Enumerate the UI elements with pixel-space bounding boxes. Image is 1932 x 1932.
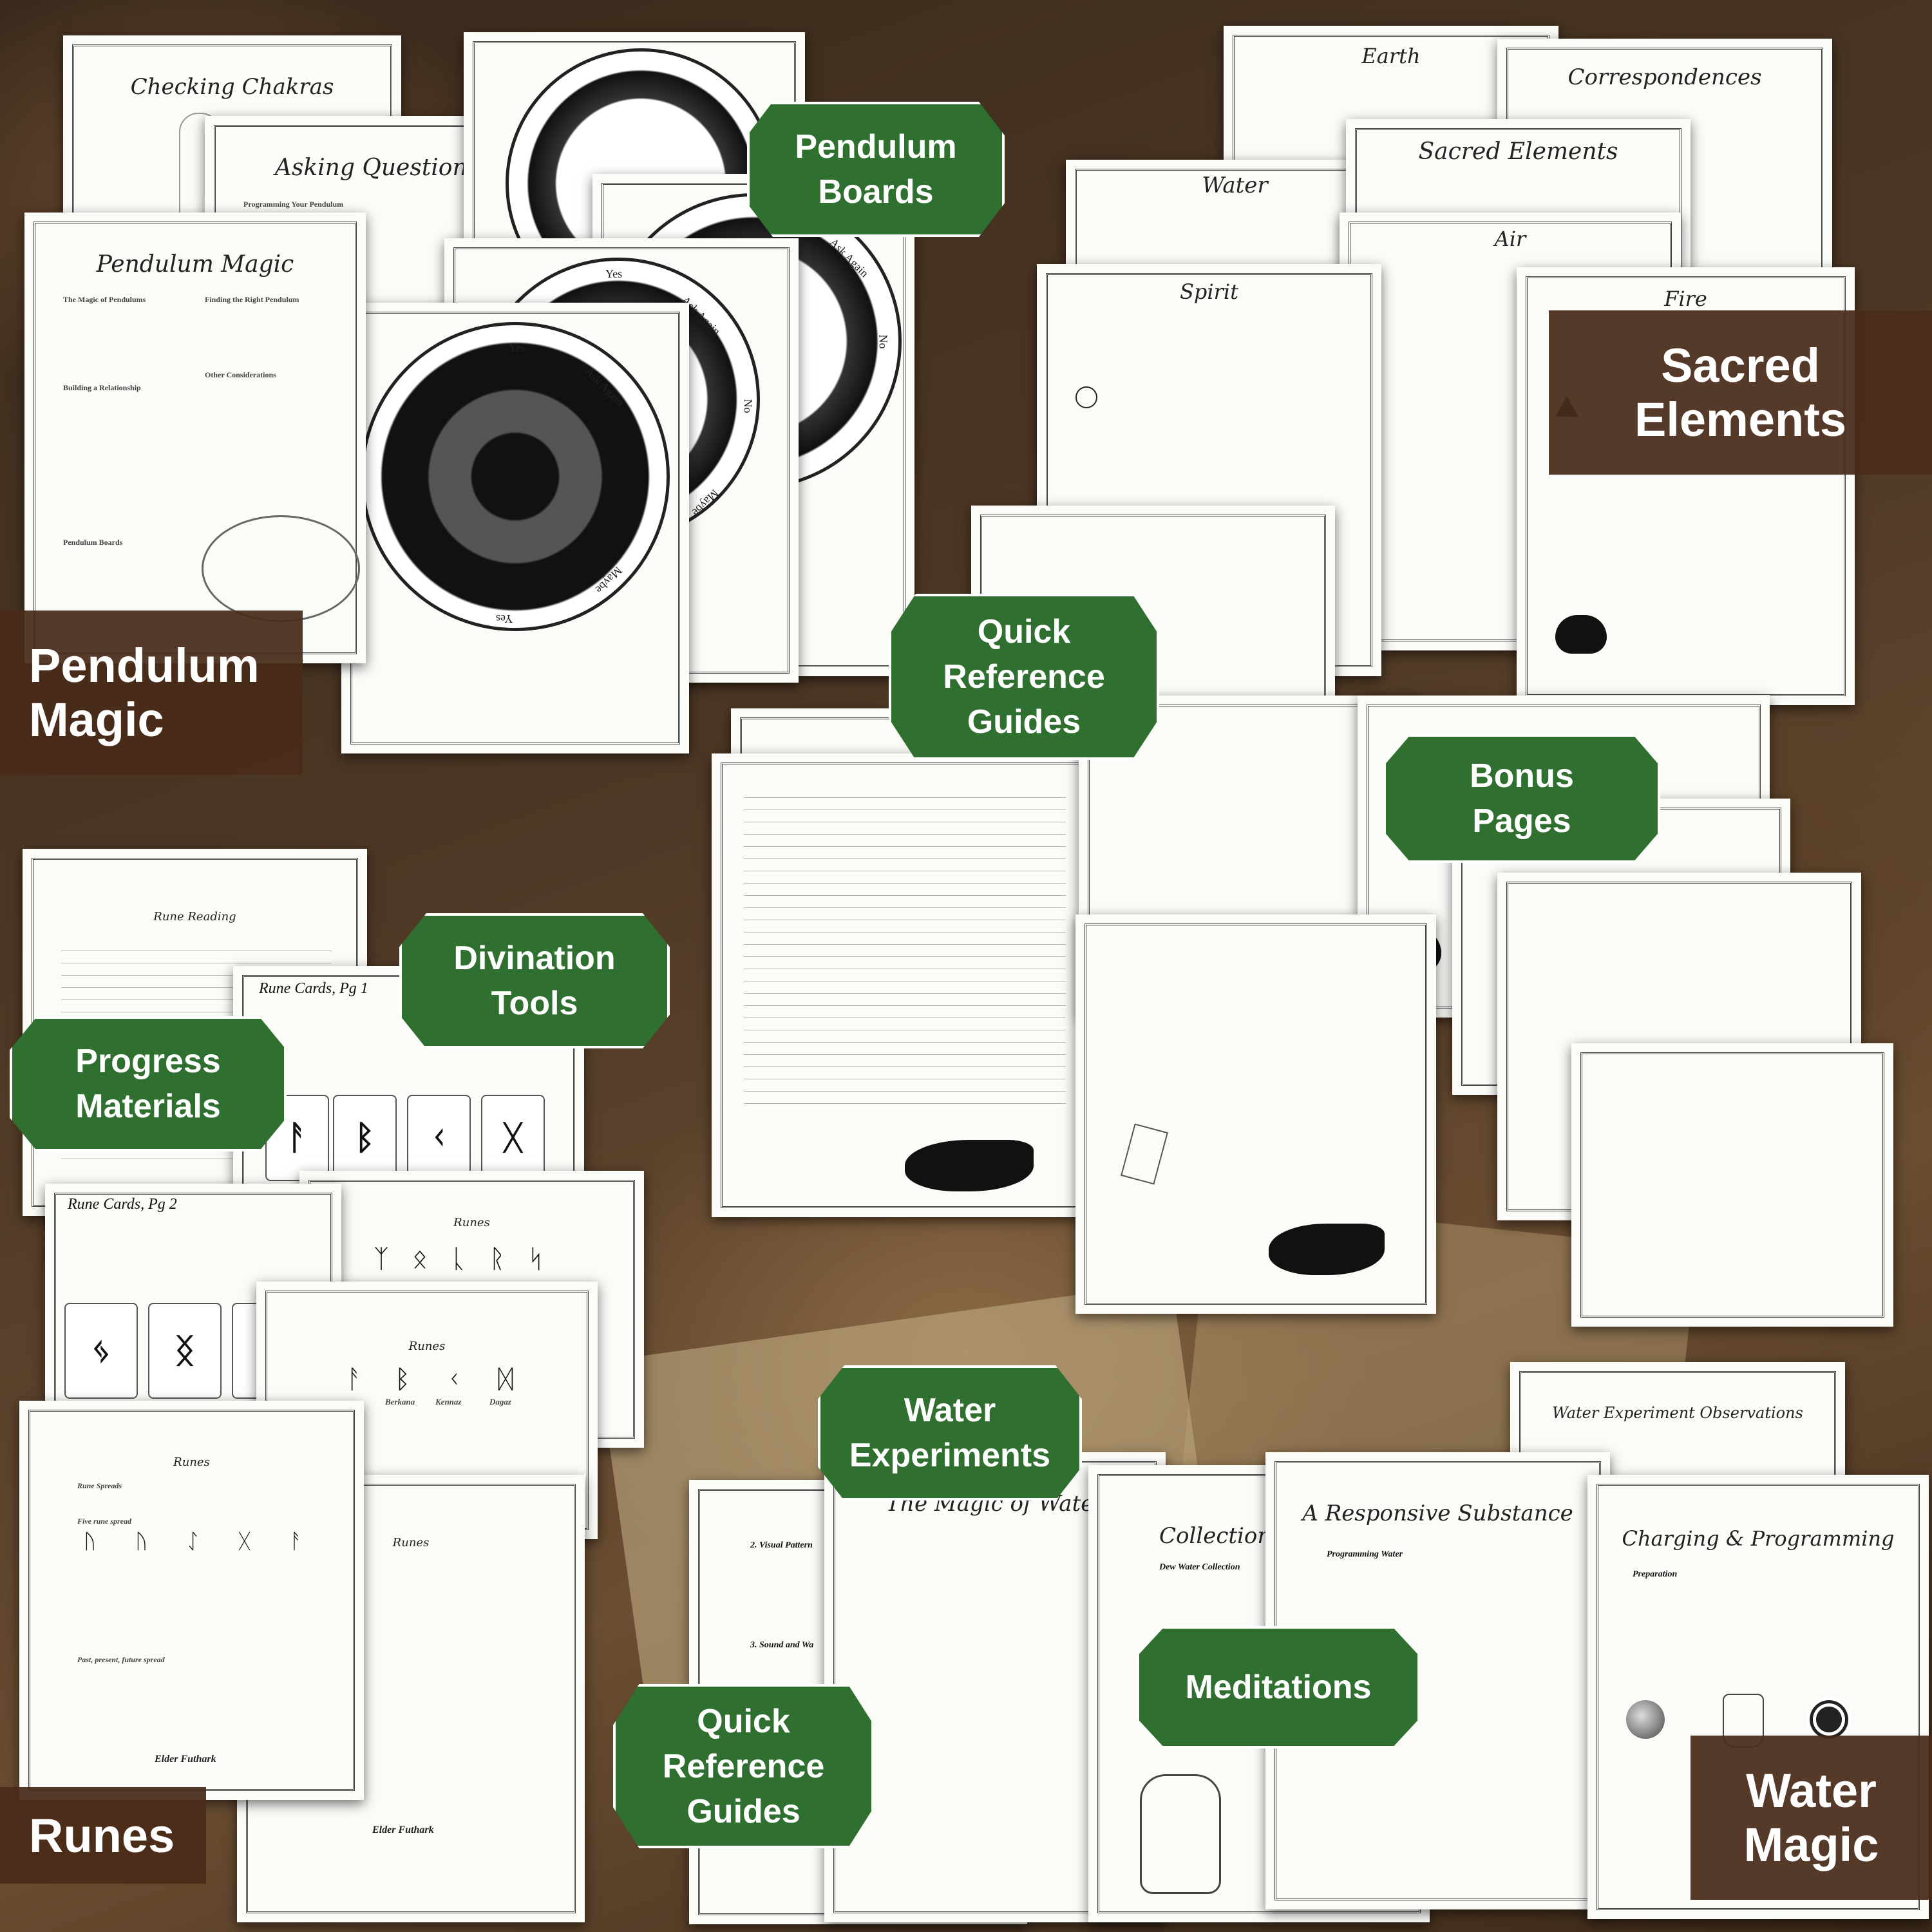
page-title: Runes [453, 1216, 490, 1229]
page-title: Fire [1664, 287, 1707, 311]
water-experiments-label: Water Experiments [818, 1365, 1082, 1501]
page-title: Collection [1159, 1523, 1272, 1549]
section-heading: Other Considerations [205, 370, 276, 379]
board-label: Yes [625, 77, 642, 90]
quick-reference-guides-label: Quick Reference Guides [613, 1684, 874, 1848]
page-title: Asking Questions [274, 155, 480, 181]
rune-glyph: ᛋ [528, 1244, 544, 1273]
section-heading: Rune Spreads [77, 1481, 122, 1490]
section-heading: The Magic of Pendulums [63, 295, 146, 304]
section-heading: 3. Sound and Wa [750, 1640, 814, 1650]
moon-icon [1626, 1700, 1665, 1739]
bonus-pages-label: Bonus Pages [1383, 734, 1660, 863]
board-label: Yes [509, 341, 526, 354]
rune-card: ᛃ [64, 1303, 138, 1399]
meditations-label: Meditations [1137, 1626, 1420, 1748]
page-title: Correspondences [1567, 64, 1762, 90]
pendulum-magic-page: Pendulum Magic The Magic of Pendulums Fi… [24, 213, 366, 663]
crystal-icon [1121, 1123, 1168, 1185]
cauldron-icon [1555, 615, 1607, 654]
witch-illustration [905, 1140, 1034, 1191]
rune-glyph: ᚳ [451, 1244, 466, 1273]
rune-glyph: ᛟ [412, 1244, 428, 1273]
rune-glyph: ᚨ [290, 1530, 303, 1553]
section-heading: Building a Relationship [63, 383, 141, 392]
bonus-lined-page [1075, 914, 1436, 1314]
page-title: Sacred Elements [1418, 138, 1618, 165]
page-title: Checking Chakras [130, 74, 334, 100]
rune-glyph: ᛞ [498, 1365, 513, 1394]
board-label: Yes [496, 612, 513, 625]
rune-glyph: ᛒ [395, 1365, 410, 1394]
pendulum-board-page: Yes Ask Again Maybe Yes [341, 303, 689, 753]
rune-card: ᚲ [407, 1095, 471, 1181]
page-title: Runes [408, 1340, 446, 1353]
witch-illustration [1269, 1224, 1385, 1275]
runes-spreads-page: Runes Rune Spreads Five rune spread ᚢ ᚢ … [19, 1401, 364, 1800]
page-title: Air [1494, 227, 1526, 251]
sun-icon [1806, 1697, 1852, 1742]
rune-name: Kennaz [435, 1397, 462, 1406]
page-title: Spirit [1179, 279, 1239, 304]
footer-label: Elder Futhark [372, 1824, 434, 1835]
quick-reference-guides-label: Quick Reference Guides [889, 594, 1159, 760]
pendulum-boards-label: Pendulum Boards [747, 102, 1005, 237]
rune-glyph: ᚨ [346, 1365, 362, 1394]
section-heading: Preparation [1633, 1569, 1678, 1579]
jar-illustration [1140, 1774, 1221, 1894]
rune-glyph: ᚢ [135, 1530, 148, 1553]
page-title: Rune Cards, Pg 1 [259, 980, 368, 997]
rune-card: ᚷ [481, 1095, 545, 1181]
water-magic-banner: Water Magic [1690, 1736, 1932, 1900]
page-title: Pendulum Magic [96, 251, 294, 278]
page-title: Water [1202, 173, 1268, 198]
divination-tools-label: Divination Tools [399, 913, 670, 1048]
rune-glyph: ᚱ [489, 1244, 505, 1273]
page-title: Runes [392, 1536, 430, 1549]
section-heading: Programming Your Pendulum [243, 200, 344, 209]
section-heading: Past, present, future spread [77, 1655, 165, 1664]
rune-glyph: ᚲ [446, 1365, 462, 1394]
footer-label: Elder Futhark [155, 1754, 216, 1765]
board-label: No [876, 334, 890, 349]
board-label: Yes [605, 267, 623, 280]
section-heading: 2. Visual Pattern [750, 1540, 813, 1550]
progress-materials-label: Progress Materials [10, 1016, 287, 1151]
section-heading: Pendulum Boards [63, 538, 123, 547]
page-title: Charging & Programming [1622, 1526, 1895, 1551]
page-title: A Responsive Substance [1302, 1501, 1573, 1526]
page-title: Rune Cards, Pg 2 [68, 1196, 177, 1213]
rune-card: ᛒ [333, 1095, 397, 1181]
section-heading: Five rune spread [77, 1517, 131, 1526]
sun-moon-pendulum-board [361, 322, 670, 631]
section-heading: Dew Water Collection [1159, 1562, 1240, 1572]
bonus-lined-page [712, 753, 1098, 1217]
rune-glyph: ᛇ [187, 1530, 200, 1553]
rune-card: ᛝ [148, 1303, 222, 1399]
rune-card: ᚨ [265, 1095, 329, 1181]
section-heading: Finding the Right Pendulum [205, 295, 299, 304]
pendulum-board-thumbnail [202, 515, 360, 622]
page-title: Water Experiment Observations [1552, 1404, 1803, 1422]
runes-banner: Runes [0, 1787, 206, 1884]
alchemical-circle-icon [1075, 386, 1097, 408]
bonus-lined-page [1571, 1043, 1893, 1327]
rune-name: Dagaz [489, 1397, 511, 1406]
page-title: Earth [1361, 44, 1421, 68]
page-title: Runes [173, 1455, 210, 1469]
pendulum-magic-banner: Pendulum Magic [0, 611, 303, 775]
page-title: Rune Reading [153, 910, 236, 923]
section-heading: Programming Water [1327, 1549, 1403, 1559]
writing-lines [744, 786, 1066, 1108]
rune-glyph: ᚢ [84, 1530, 97, 1553]
rune-glyph: ᛉ [374, 1244, 389, 1273]
rune-glyph: ᚷ [238, 1530, 251, 1553]
rune-name: Berkana [385, 1397, 415, 1406]
sacred-elements-banner: Sacred Elements [1549, 310, 1932, 475]
board-label: No [741, 399, 755, 413]
